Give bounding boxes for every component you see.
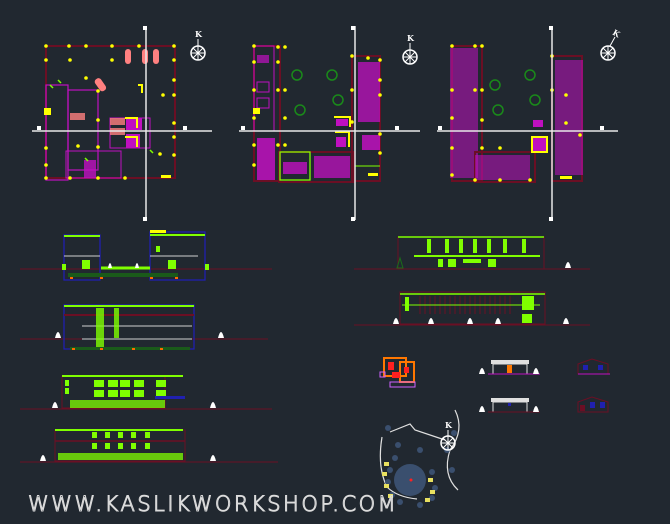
- grid-axes-plan-2: [239, 26, 420, 221]
- north-arrow-icon: K: [402, 33, 418, 65]
- guardhouse-back: [479, 398, 540, 413]
- ground-floor-plan: [44, 44, 176, 181]
- section-a: [20, 230, 272, 281]
- north-arrow-icon: K: [600, 27, 623, 61]
- elevation-east: [354, 236, 590, 270]
- second-floor-plan: [450, 44, 583, 183]
- first-floor-plan: [252, 44, 382, 183]
- guardhouse-side-2: [577, 396, 609, 413]
- elevation-west: [354, 291, 590, 326]
- grid-axes-plan-1: [32, 26, 212, 221]
- north-arrow-icon: K: [190, 29, 206, 61]
- north-arrow-icon: K: [440, 420, 456, 451]
- elevation-south: [20, 375, 272, 410]
- svg-text:K: K: [195, 29, 203, 39]
- site-plan: K: [379, 409, 460, 508]
- guardhouse-side: [577, 358, 610, 375]
- elevation-north: [20, 429, 278, 463]
- grid-axes-plan-3: [437, 26, 618, 221]
- svg-text:K: K: [611, 27, 623, 40]
- guardhouse-plan: [379, 357, 416, 388]
- section-b: [20, 304, 268, 350]
- svg-text:K: K: [407, 33, 415, 43]
- guardhouse-front: [479, 360, 540, 375]
- watermark-url: WWW.KASLIKWORKSHOP.COM: [27, 492, 399, 517]
- svg-text:K: K: [445, 420, 453, 430]
